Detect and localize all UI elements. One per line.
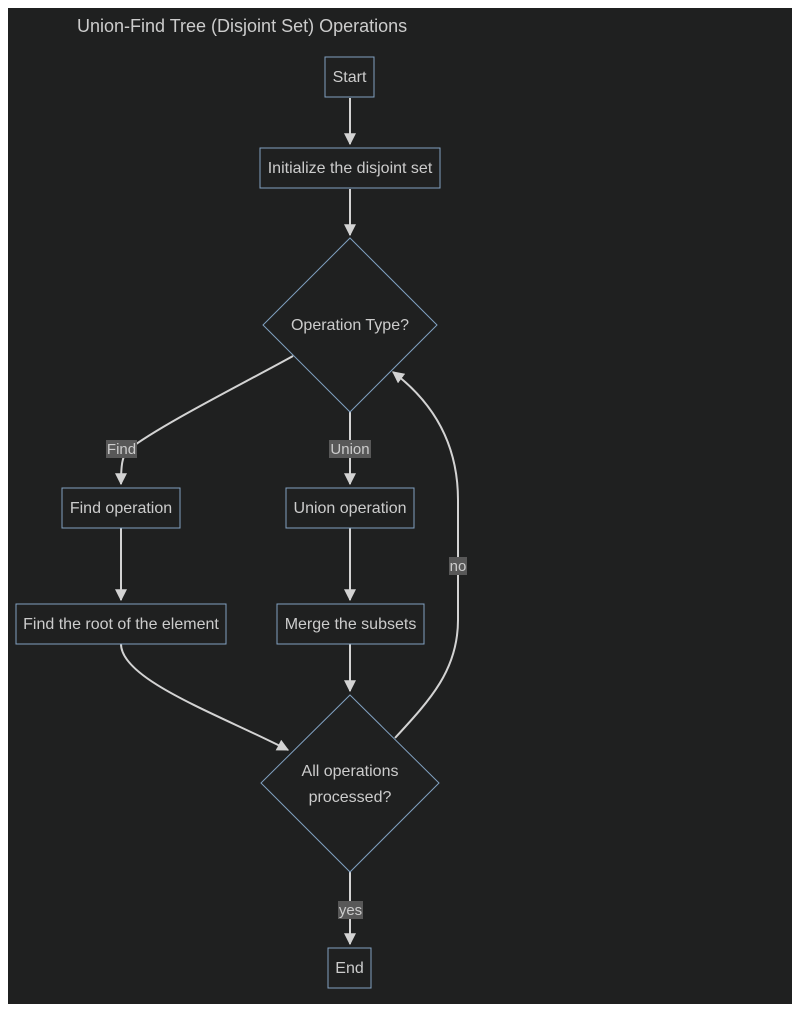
node-init-label: Initialize the disjoint set	[268, 160, 433, 177]
node-find-operation: Find operation	[61, 487, 181, 529]
edge-label-union-text: Union	[330, 441, 369, 458]
node-merge-subsets-label: Merge the subsets	[285, 616, 417, 633]
node-all-processed-label-line1: All operations	[302, 763, 399, 780]
node-end-label: End	[335, 960, 363, 977]
node-union-operation-label: Union operation	[294, 500, 407, 517]
node-all-processed: All operations processed?	[260, 694, 440, 873]
edge-label-yes: yes	[338, 901, 363, 919]
node-operation-type: Operation Type?	[262, 237, 438, 413]
edge-label-find: Find	[106, 440, 137, 458]
node-find-operation-label: Find operation	[70, 500, 172, 517]
edge-label-find-text: Find	[107, 441, 136, 458]
node-start-label: Start	[333, 69, 367, 86]
edge-label-union: Union	[329, 440, 371, 458]
edge-findroot-allprocessed	[120, 643, 290, 751]
edge-label-no-text: no	[450, 558, 467, 575]
node-merge-subsets: Merge the subsets	[276, 603, 425, 645]
edge-label-yes-text: yes	[339, 902, 362, 919]
node-operation-type-label: Operation Type?	[291, 317, 409, 334]
node-find-root-label: Find the root of the element	[23, 616, 219, 633]
node-end: End	[327, 947, 372, 989]
node-init: Initialize the disjoint set	[259, 147, 441, 189]
edge-label-no: no	[449, 557, 467, 575]
node-union-operation: Union operation	[285, 487, 415, 529]
diagram-title: Union-Find Tree (Disjoint Set) Operation…	[77, 16, 407, 36]
node-start: Start	[324, 56, 375, 98]
edge-allprocessed-optype-no	[392, 371, 459, 739]
node-find-root: Find the root of the element	[15, 603, 227, 645]
edge-optype-find	[115, 355, 294, 486]
node-all-processed-label-line2: processed?	[309, 789, 392, 806]
